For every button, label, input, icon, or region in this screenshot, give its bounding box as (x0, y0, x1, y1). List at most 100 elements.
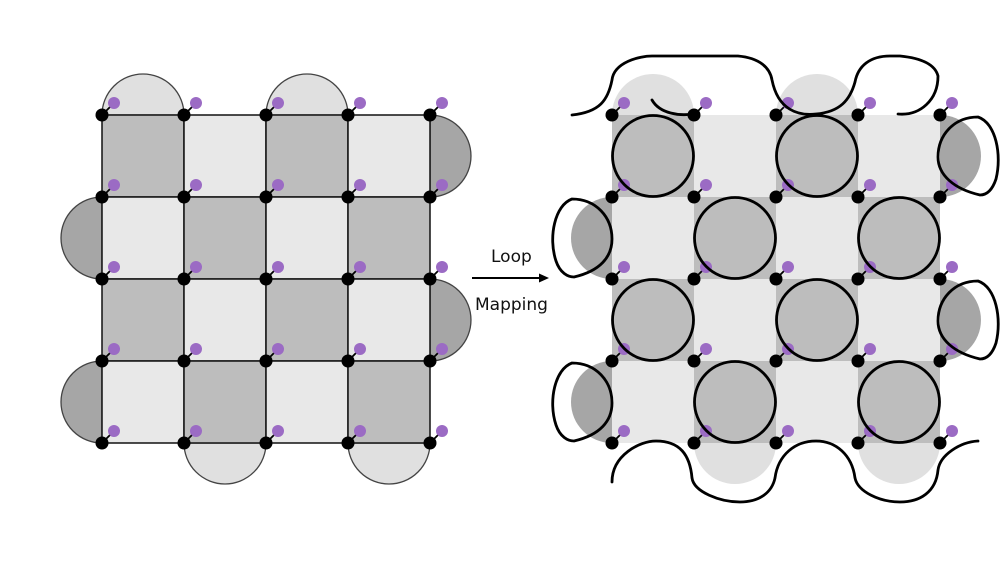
vertex-qubit (341, 108, 355, 122)
ancilla-qubit (864, 179, 876, 191)
arrow-label-mapping: Mapping (475, 295, 548, 315)
vertex-qubit (259, 108, 273, 122)
ancilla-qubit (190, 425, 202, 437)
ancilla-qubit (700, 179, 712, 191)
vertex-qubit (177, 436, 191, 450)
boundary-halfdisk-right (940, 115, 981, 197)
ancilla-qubit (436, 97, 448, 109)
vertex-qubit (851, 354, 865, 368)
vertex-qubit (423, 108, 437, 122)
ancilla-qubit (108, 97, 120, 109)
loop-boundary-left (551, 361, 614, 443)
ancilla-qubit (618, 97, 630, 109)
vertex-qubit (341, 272, 355, 286)
vertex-qubit (95, 354, 109, 368)
vertex-qubit (687, 108, 701, 122)
vertex-qubit (605, 272, 619, 286)
vertex-qubit (687, 190, 701, 204)
ancilla-qubit (272, 179, 284, 191)
boundary-halfdisk-top (101, 73, 185, 116)
vertex-qubit (177, 108, 191, 122)
loop-circle (693, 360, 777, 444)
loop-circle (611, 278, 695, 362)
boundary-halfdisk-top (612, 74, 694, 115)
vertex-qubit (769, 436, 783, 450)
vertex-qubit (423, 190, 437, 204)
vertex-qubit (259, 436, 273, 450)
ancilla-qubit (108, 179, 120, 191)
right-loop-configuration (551, 54, 1000, 504)
mapping-arrow (472, 273, 549, 283)
loop-circle (857, 360, 941, 444)
vertex-qubit (95, 272, 109, 286)
boundary-halfdisk-left (60, 196, 103, 280)
ancilla-qubit (190, 179, 202, 191)
vertex-qubit (259, 354, 273, 368)
ancilla-qubit (436, 261, 448, 273)
vertex-qubit (605, 190, 619, 204)
ancilla-qubit (946, 261, 958, 273)
ancilla-qubit (436, 425, 448, 437)
vertex-qubit (933, 190, 947, 204)
boundary-halfdisk-right (940, 279, 981, 361)
vertex-qubit (851, 108, 865, 122)
vertex-qubit (423, 354, 437, 368)
vertex-qubit (95, 436, 109, 450)
vertex-qubit (605, 108, 619, 122)
ancilla-qubit (700, 97, 712, 109)
ancilla-qubit (782, 425, 794, 437)
boundary-halfdisk-bottom (694, 443, 776, 484)
vertex-qubit (423, 272, 437, 286)
vertex-qubit (259, 190, 273, 204)
vertex-qubit (177, 190, 191, 204)
ancilla-qubit (436, 343, 448, 355)
ancilla-qubit (618, 261, 630, 273)
vertex-qubit (605, 436, 619, 450)
vertex-qubit (769, 190, 783, 204)
loop-boundary-top (570, 54, 940, 117)
loop-circle (693, 196, 777, 280)
left-checkerboard-lattice (60, 73, 472, 485)
vertex-qubit (177, 272, 191, 286)
vertex-qubit (933, 354, 947, 368)
vertex-qubit (341, 190, 355, 204)
ancilla-qubit (190, 343, 202, 355)
vertex-qubit (851, 272, 865, 286)
vertex-qubit (687, 272, 701, 286)
ancilla-qubit (946, 425, 958, 437)
vertex-qubit (95, 190, 109, 204)
loop-boundary-top-seg (650, 98, 695, 117)
ancilla-qubit (782, 261, 794, 273)
ancilla-qubit (700, 343, 712, 355)
vertex-qubit (851, 190, 865, 204)
ancilla-qubit (864, 343, 876, 355)
boundary-halfdisk-right (429, 278, 472, 362)
ancilla-qubit (272, 425, 284, 437)
loop-boundary-right (936, 115, 1000, 197)
boundary-halfdisk-top (776, 74, 858, 115)
ancilla-qubit (354, 261, 366, 273)
ancilla-qubit (272, 261, 284, 273)
boundary-halfdisk-bottom (183, 442, 267, 485)
ancilla-qubit (190, 97, 202, 109)
ancilla-qubit (946, 97, 958, 109)
boundary-halfdisk-bottom (347, 442, 431, 485)
ancilla-qubit (272, 343, 284, 355)
ancilla-qubit (354, 179, 366, 191)
ancilla-qubit (108, 425, 120, 437)
boundary-halfdisk-left (60, 360, 103, 444)
vertex-qubit (769, 272, 783, 286)
boundary-halfdisk-top (265, 73, 349, 116)
ancilla-qubit (108, 343, 120, 355)
loop-circle (775, 114, 859, 198)
vertex-qubit (95, 108, 109, 122)
loop-boundary-left (551, 197, 614, 279)
loop-boundary-bottom (610, 439, 980, 504)
ancilla-qubit (354, 97, 366, 109)
vertex-qubit (933, 272, 947, 286)
vertex-qubit (687, 354, 701, 368)
vertex-qubit (851, 436, 865, 450)
boundary-halfdisk-right (429, 114, 472, 198)
ancilla-qubit (618, 425, 630, 437)
